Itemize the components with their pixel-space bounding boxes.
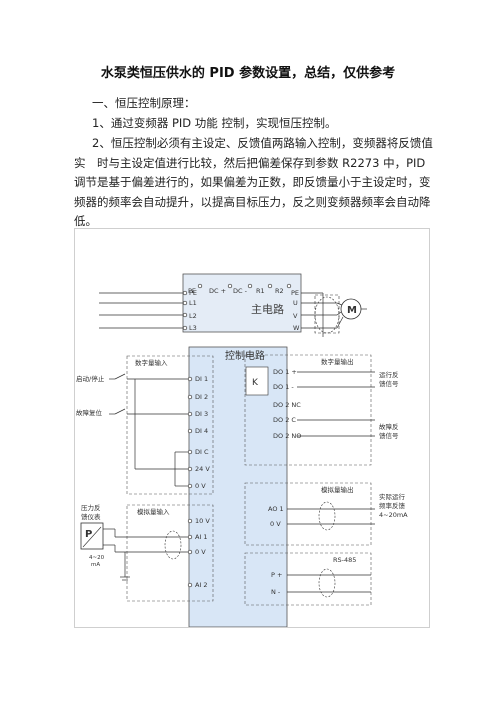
terminal-pplus: P + bbox=[271, 571, 282, 579]
fault-feedback-line1: 故障反 bbox=[379, 422, 399, 431]
top-terminal-dcplus: DC + bbox=[209, 287, 226, 295]
meter-signal-line1: 4~20 bbox=[89, 555, 105, 561]
fault-feedback-line2: 馈信号 bbox=[379, 431, 399, 440]
input-terminal-l1: L1 bbox=[189, 299, 197, 307]
running-feedback-line1: 运行反 bbox=[379, 370, 399, 379]
top-terminal-r2: R2 bbox=[275, 287, 284, 295]
digital-output-label: 数字量输出 bbox=[321, 357, 354, 366]
terminal-10v: 10 V bbox=[195, 517, 210, 525]
start-stop-label: 启动/停止 bbox=[76, 374, 105, 383]
rs485-label: RS-485 bbox=[333, 556, 356, 564]
input-terminal-l3: L3 bbox=[189, 324, 197, 332]
output-terminal-w: W bbox=[293, 324, 300, 332]
terminal-0v-ai: 0 V bbox=[195, 548, 206, 556]
digital-input-group bbox=[126, 355, 214, 495]
terminal-dic: DI C bbox=[195, 448, 209, 456]
pressure-meter-symbol bbox=[80, 522, 104, 550]
motor-label: M bbox=[347, 305, 357, 316]
opto-symbol: K bbox=[252, 378, 259, 388]
section-heading: 一、恒压控制原理： bbox=[92, 96, 196, 110]
rs485-group bbox=[244, 552, 372, 606]
main-circuit-label: 主电路 bbox=[251, 303, 284, 316]
terminal-do2no: DO 2 NO bbox=[273, 432, 301, 440]
paragraph-item-1: 1、通过变频器 PID 功能 控制，实现恒压控制。 bbox=[92, 116, 337, 130]
document-title: 水泵类恒压供水的 PID 参数设置，总结，仅供参考 bbox=[100, 66, 396, 81]
input-terminal-pe: PE bbox=[189, 289, 197, 297]
terminal-do2nc: DO 2 NC bbox=[273, 401, 301, 409]
actual-freq-line3: 4~20mA bbox=[379, 511, 408, 519]
output-terminal-u: U bbox=[293, 299, 298, 307]
analog-output-label: 模拟量输出 bbox=[321, 485, 354, 494]
running-feedback-line2: 馈信号 bbox=[379, 379, 399, 388]
terminal-nminus: N - bbox=[271, 588, 281, 596]
fault-reset-label: 故障复位 bbox=[76, 408, 103, 417]
terminal-0v-di: 0 V bbox=[195, 482, 206, 490]
top-terminal-pe: PE bbox=[188, 287, 196, 295]
main-circuit-box bbox=[182, 273, 302, 333]
paragraph-item-2: 2、恒压控制必须有主设定、反馈值两路输入控制，变频器将反馈值实 时与主设定值进行… bbox=[74, 136, 433, 228]
pressure-meter-line1: 压力反 bbox=[81, 503, 101, 512]
control-circuit-box bbox=[188, 346, 288, 628]
terminal-ao1: AO 1 bbox=[268, 505, 284, 513]
terminal-do1plus: DO 1 + bbox=[273, 368, 297, 376]
pressure-meter-p: P bbox=[85, 529, 92, 540]
terminal-ai1: AI 1 bbox=[195, 533, 208, 541]
top-terminal-r1: R1 bbox=[256, 287, 265, 295]
terminal-di2: DI 2 bbox=[195, 393, 208, 401]
meter-signal-line2: mA bbox=[91, 562, 100, 568]
wiring-diagram: 主电路 PE DC + DC - R1 R2 PE L1 L2 L3 PE U … bbox=[74, 228, 430, 628]
analog-input-label: 模拟量输入 bbox=[137, 507, 170, 516]
analog-input-group bbox=[126, 504, 214, 602]
terminal-di4: DI 4 bbox=[195, 427, 208, 435]
terminal-ai2: AI 2 bbox=[195, 581, 208, 589]
terminal-24v: 24 V bbox=[195, 465, 210, 473]
terminal-do1minus: DO 1 - bbox=[273, 383, 294, 391]
terminal-do2c: DO 2 C bbox=[273, 416, 296, 424]
actual-freq-line2: 频率反馈 bbox=[379, 501, 406, 510]
input-terminal-l2: L2 bbox=[189, 312, 197, 320]
top-terminal-dcminus: DC - bbox=[233, 287, 248, 295]
analog-output-group bbox=[244, 482, 372, 546]
terminal-di1: DI 1 bbox=[195, 375, 208, 383]
digital-output-group bbox=[244, 354, 372, 466]
pressure-meter-line2: 馈仪表 bbox=[81, 512, 101, 521]
terminal-0v-ao: 0 V bbox=[270, 520, 281, 528]
actual-freq-line1: 实际运行 bbox=[379, 492, 406, 501]
output-terminal-pe: PE bbox=[291, 289, 299, 297]
output-terminal-v: V bbox=[293, 312, 298, 320]
digital-input-label: 数字量输入 bbox=[135, 358, 168, 367]
terminal-di3: DI 3 bbox=[195, 410, 208, 418]
